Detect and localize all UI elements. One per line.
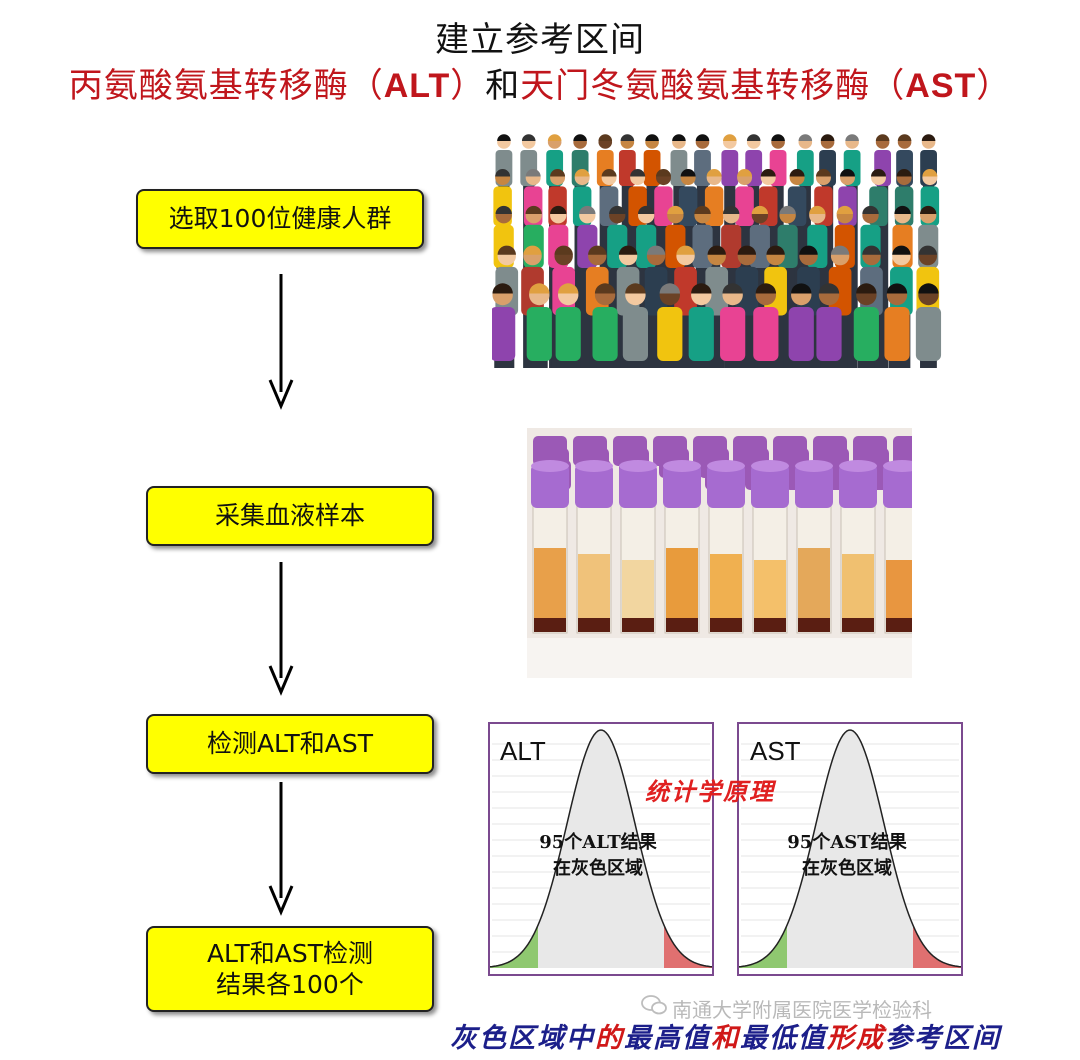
watermark: 南通大学附属医院医学检验科 [672, 998, 932, 1022]
page-subtitle: 丙氨酸氨基转移酶（ALT）和天门冬氨酸氨基转移酶（AST） [68, 66, 1012, 106]
gray-region [787, 730, 913, 968]
step-collect-blood: 采集血液样本 [146, 486, 434, 546]
alt-chart-caption: 95个ALT结果 在灰色区域 [539, 832, 657, 880]
gray-region [538, 730, 664, 968]
wechat-icon [641, 995, 667, 1015]
alt-chart-label: ALT [500, 736, 546, 766]
ast-distribution-chart [737, 722, 963, 976]
blood-tubes-photo [527, 428, 912, 678]
flow-arrow-1 [268, 274, 294, 410]
low-tail [490, 925, 538, 968]
step-test-alt-ast: 检测ALT和AST [146, 714, 434, 774]
bell-curve [739, 729, 961, 968]
step-select-population: 选取100位健康人群 [136, 189, 424, 249]
high-tail [664, 925, 712, 968]
statistics-principle-note: 统计学原理 [645, 777, 775, 806]
bell-curve [490, 729, 712, 968]
ast-chart-label: AST [750, 736, 801, 766]
footer-conclusion: 灰色区域中的最高值和最低值形成参考区间 [450, 1023, 1001, 1054]
alt-distribution-chart [488, 722, 714, 976]
page-title: 建立参考区间 [435, 20, 645, 60]
flow-arrow-3 [268, 782, 294, 916]
low-tail [739, 925, 787, 968]
high-tail [913, 925, 961, 968]
flow-arrow-2 [268, 562, 294, 696]
ast-chart-caption: 95个AST结果 在灰色区域 [787, 832, 907, 880]
step-results: ALT和AST检测 结果各100个 [146, 926, 434, 1012]
crowd-illustration [492, 134, 942, 368]
